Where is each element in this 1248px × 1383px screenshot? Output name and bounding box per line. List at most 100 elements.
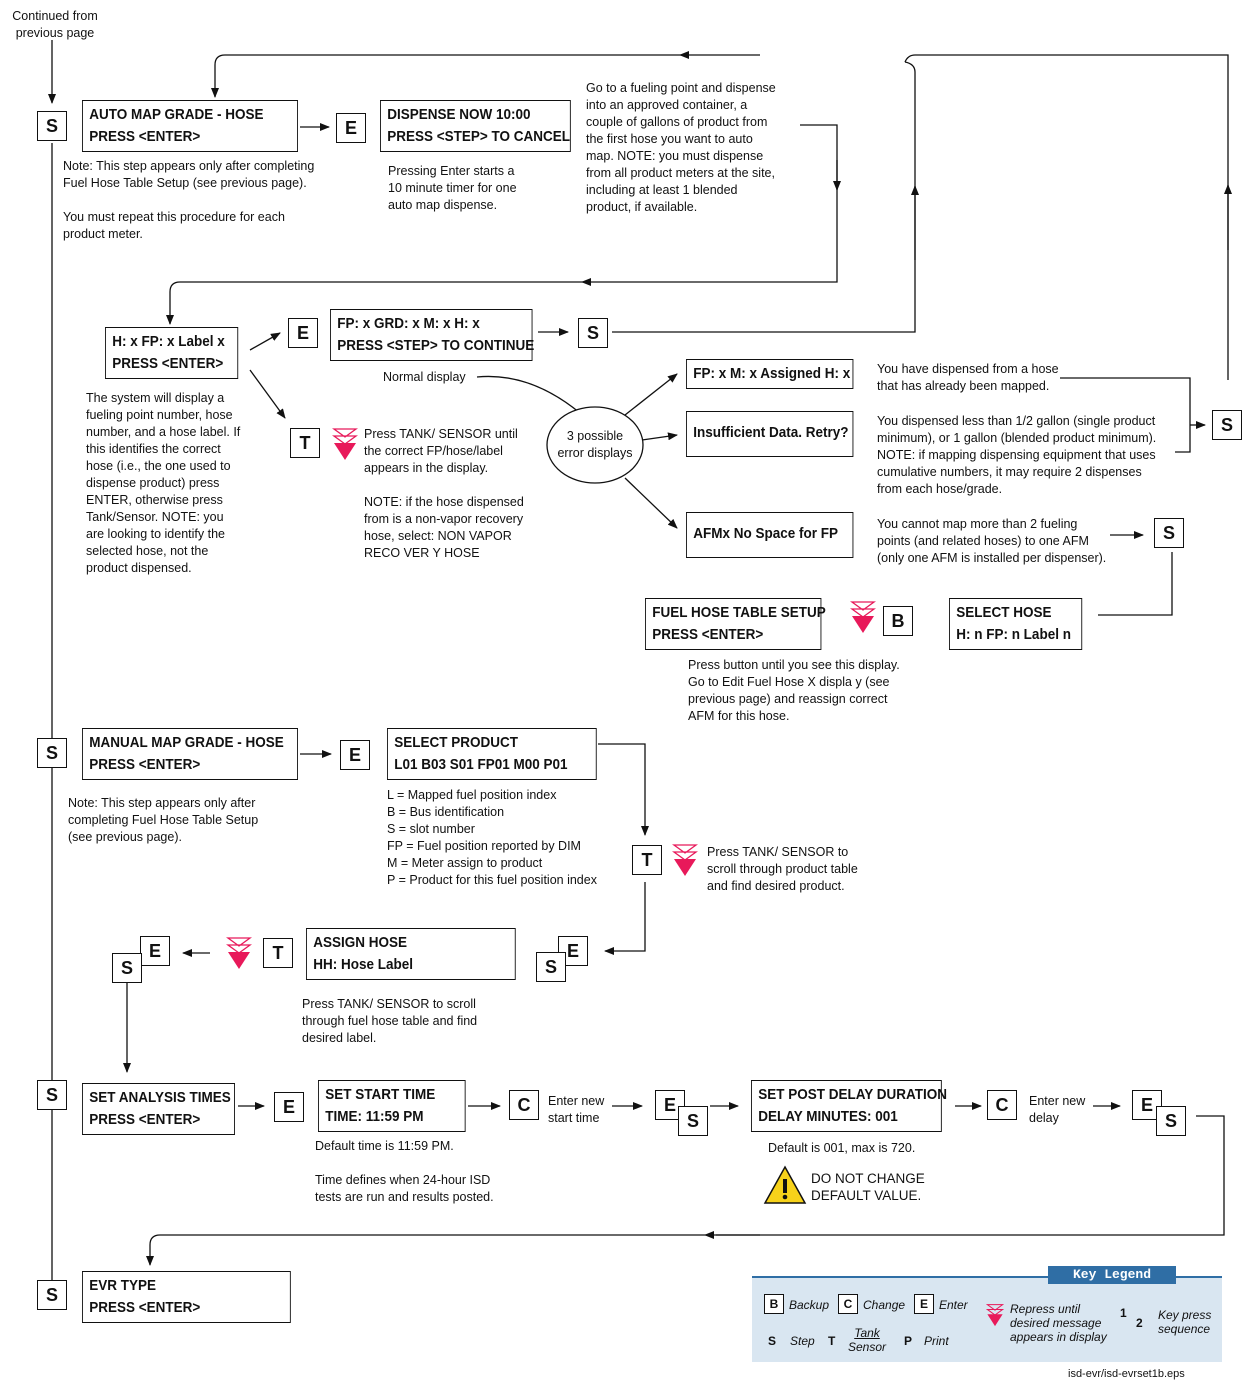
dispense-line2: PRESS <STEP> TO CANCEL (387, 128, 570, 145)
assigned-error-box: FP: x M: x Assigned H: x (686, 359, 854, 389)
auto-map-line1: AUTO MAP GRADE - HOSE (89, 106, 264, 123)
file-name: isd-evr/isd-evrset1b.eps (1068, 1368, 1185, 1380)
legend-change-label: Change (863, 1298, 906, 1312)
repress-icon-1 (332, 428, 358, 460)
fuel-hose-table-note: Press button until you see this display.… (688, 658, 900, 723)
error-ellipse (546, 406, 644, 484)
legend-repress-icon (986, 1304, 1004, 1327)
fuel-hose-table-line1: FUEL HOSE TABLE SETUP (652, 604, 826, 621)
step-key-11: S (37, 1280, 67, 1310)
select-product-line1: SELECT PRODUCT (394, 734, 518, 751)
repress-icon-2 (850, 601, 876, 633)
assign-hose-box: ASSIGN HOSE HH: Hose Label (306, 928, 516, 980)
assigned-error-note: You have dispensed from a hose that has … (877, 362, 1059, 393)
do-not-change-warning: DO NOT CHANGE DEFAULT VALUE. (811, 1171, 925, 1203)
set-start-time-box: SET START TIME TIME: 11:59 PM (318, 1080, 466, 1132)
legend-enter-label: Enter (939, 1298, 968, 1312)
legend-key-2: 2 (1136, 1316, 1143, 1330)
legend-tank-sensor-label: Tank Sensor (848, 1326, 886, 1354)
hose-display-line2: PRESS <ENTER> (112, 355, 224, 372)
legend-backup-key: B (764, 1294, 784, 1314)
enter-start-time-label: Enter new start time (548, 1094, 605, 1125)
select-product-legend: L = Mapped fuel position index B = Bus i… (387, 788, 597, 887)
post-delay-line2: DELAY MINUTES: 001 (758, 1108, 898, 1125)
legend-tank-key: T (828, 1334, 836, 1348)
assign-hose-line1: ASSIGN HOSE (313, 934, 407, 951)
tank-key-1: T (290, 428, 320, 458)
repress-icon-3 (672, 844, 698, 876)
dispense-line1: DISPENSE NOW 10:00 (387, 106, 531, 123)
post-delay-line1: SET POST DELAY DURATION (758, 1086, 947, 1103)
legend-sequence-label: Key press sequence (1158, 1308, 1212, 1336)
insufficient-error-note: You dispensed less than 1/2 gallon (sing… (877, 414, 1157, 496)
step-key-3: S (1212, 410, 1242, 440)
auto-map-note: Note: This step appears only after compl… (63, 159, 315, 241)
insufficient-error-box: Insufficient Data. Retry? (686, 411, 854, 457)
repress-icon-4 (226, 937, 252, 969)
change-key-1: C (509, 1090, 539, 1120)
key-legend: Key Legend B Backup C Change E Enter Rep… (752, 1266, 1222, 1362)
legend-enter-key: E (914, 1294, 934, 1314)
step-key-6: S (536, 952, 566, 982)
legend-print-label: Print (924, 1334, 949, 1348)
normal-display-label: Normal display (383, 370, 466, 384)
step-key-8: S (37, 1080, 67, 1110)
start-time-line1: SET START TIME (325, 1086, 436, 1103)
fuel-hose-table-box: FUEL HOSE TABLE SETUP PRESS <ENTER> (645, 598, 826, 650)
legend-backup-label: Backup (789, 1298, 830, 1312)
enter-key-3: E (340, 740, 370, 770)
enter-key-5: E (140, 936, 170, 966)
assign-hose-line2: HH: Hose Label (313, 956, 413, 973)
enter-key-1: E (336, 113, 366, 143)
enter-key-6: E (274, 1092, 304, 1122)
evr-line2: PRESS <ENTER> (89, 1299, 201, 1316)
dispense-now-box: DISPENSE NOW 10:00 PRESS <STEP> TO CANCE… (380, 100, 571, 152)
afm-error-note: You cannot map more than 2 fueling point… (877, 517, 1107, 565)
select-product-line2: L01 B03 S01 FP01 M00 P01 (394, 756, 568, 773)
hose-display-line1: H: x FP: x Label x (112, 333, 225, 350)
dispense-note: Pressing Enter starts a 10 minute timer … (388, 164, 517, 212)
legend-step-key: S (768, 1334, 777, 1348)
step-key-2: S (578, 318, 608, 348)
step-key-5: S (37, 738, 67, 768)
tank-sensor-note-1: Press TANK/ SENSOR until the correct FP/… (364, 427, 524, 560)
legend-repress-label: Repress until desired message appears in… (1010, 1302, 1107, 1344)
go-to-fueling-note: Go to a fueling point and dispense into … (586, 81, 776, 214)
legend-change-key: C (838, 1294, 858, 1314)
post-delay-box: SET POST DELAY DURATION DELAY MINUTES: 0… (751, 1080, 947, 1132)
fp-grd-box: FP: x GRD: x M: x H: x PRESS <STEP> TO C… (330, 309, 534, 361)
enter-key-2: E (288, 318, 318, 348)
legend-print-key: P (904, 1334, 913, 1348)
step-key-7: S (112, 953, 142, 983)
step-key-10: S (1156, 1106, 1186, 1136)
select-product-box: SELECT PRODUCT L01 B03 S01 FP01 M00 P01 (387, 728, 597, 780)
manual-map-box: MANUAL MAP GRADE - HOSE PRESS <ENTER> (82, 728, 298, 780)
continued-label: Continued from previous page (12, 9, 98, 40)
error-ellipse-label: 3 possible error displays (557, 429, 633, 460)
tank-sensor-note-2: Press TANK/ SENSOR to scroll through pro… (707, 845, 858, 893)
step-key-4: S (1154, 518, 1184, 548)
warning-icon (763, 1165, 807, 1204)
manual-map-line1: MANUAL MAP GRADE - HOSE (89, 734, 284, 751)
insufficient-error-text: Insufficient Data. Retry? (693, 424, 849, 441)
legend-tank-label: Tank (854, 1326, 880, 1340)
afm-error-box: AFMx No Space for FP (686, 512, 854, 558)
backup-key: B (883, 606, 913, 636)
legend-step-label: Step (790, 1334, 815, 1348)
analysis-line1: SET ANALYSIS TIMES (89, 1089, 231, 1106)
select-hose-line1: SELECT HOSE (956, 604, 1052, 621)
hose-display-note: The system will display a fueling point … (86, 391, 241, 575)
key-legend-title: Key Legend (1048, 1266, 1176, 1284)
fp-display-line1: FP: x GRD: x M: x H: x (337, 315, 480, 332)
enter-new-delay-label: Enter new delay (1029, 1094, 1086, 1125)
auto-map-line2: PRESS <ENTER> (89, 128, 201, 145)
select-hose-box: SELECT HOSE H: n FP: n Label n (949, 598, 1083, 650)
manual-map-line2: PRESS <ENTER> (89, 756, 201, 773)
start-time-note: Default time is 11:59 PM. Time defines w… (315, 1139, 494, 1204)
set-analysis-box: SET ANALYSIS TIMES PRESS <ENTER> (82, 1083, 235, 1135)
post-delay-note: Default is 001, max is 720. (768, 1141, 916, 1155)
afm-error-text: AFMx No Space for FP (693, 525, 838, 542)
fuel-hose-table-line2: PRESS <ENTER> (652, 626, 764, 643)
auto-map-box: AUTO MAP GRADE - HOSE PRESS <ENTER> (82, 100, 298, 152)
